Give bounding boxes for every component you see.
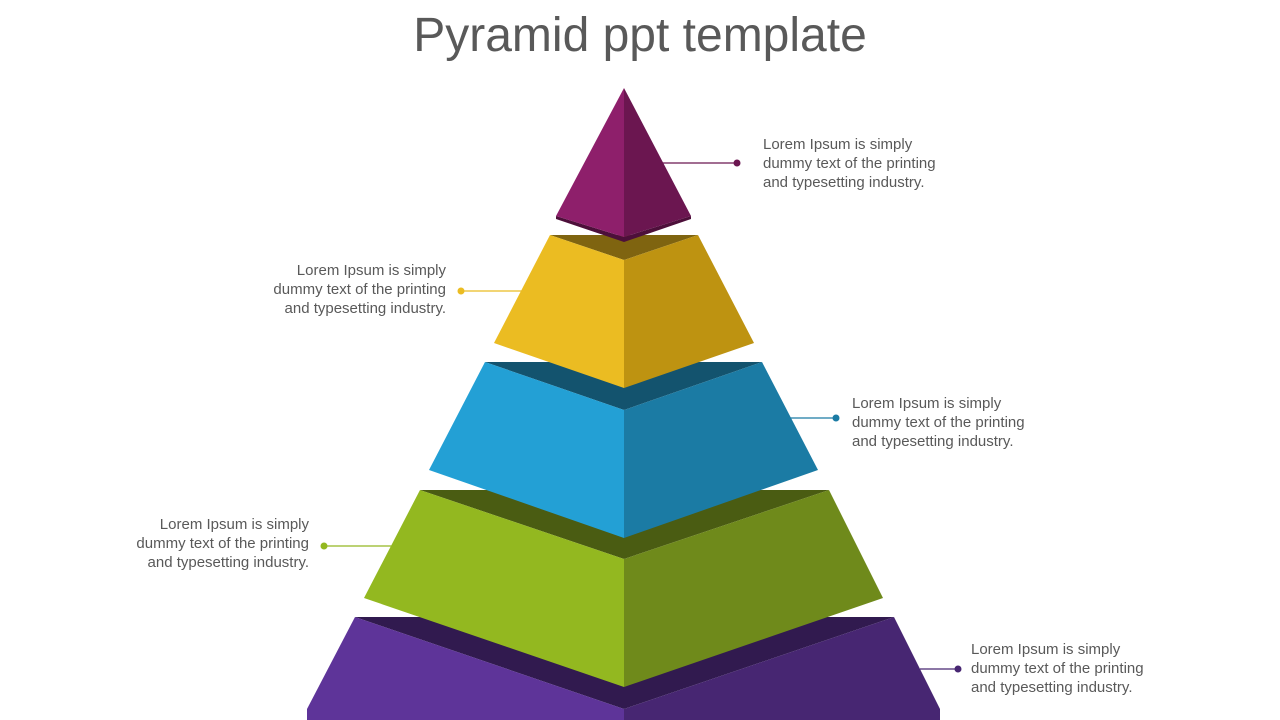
callout-line: dummy text of the printing [273, 281, 446, 298]
callout-tier-5: Lorem Ipsum is simply dummy text of the … [971, 640, 1171, 697]
callout-tier-3: Lorem Ipsum is simply dummy text of the … [852, 394, 1052, 451]
callout-tier-1: Lorem Ipsum is simply dummy text of the … [763, 135, 963, 192]
callout-line: and typesetting industry. [852, 433, 1014, 450]
callout-line: and typesetting industry. [763, 174, 925, 191]
callout-line: and typesetting industry. [284, 300, 446, 317]
callout-line: Lorem Ipsum is simply [852, 395, 1002, 412]
callout-tier-4: Lorem Ipsum is simply dummy text of the … [109, 515, 309, 572]
callout-line: dummy text of the printing [971, 660, 1144, 677]
callout-line: Lorem Ipsum is simply [971, 641, 1121, 658]
connector-lines [320, 159, 962, 673]
pyramid-tier-1 [556, 88, 691, 242]
pyramid-tier-2 [494, 235, 754, 388]
callout-tier-2: Lorem Ipsum is simply dummy text of the … [246, 261, 446, 318]
callout-line: Lorem Ipsum is simply [763, 136, 913, 153]
callout-line: dummy text of the printing [763, 155, 936, 172]
pyramid-tier-3 [429, 362, 818, 538]
callout-line: dummy text of the printing [136, 535, 309, 552]
slide-title: Pyramid ppt template [413, 9, 867, 62]
callout-line: dummy text of the printing [852, 414, 1025, 431]
callout-line: and typesetting industry. [147, 554, 309, 571]
callout-line: and typesetting industry. [971, 679, 1133, 696]
callout-line: Lorem Ipsum is simply [296, 262, 446, 279]
callout-line: Lorem Ipsum is simply [159, 516, 309, 533]
